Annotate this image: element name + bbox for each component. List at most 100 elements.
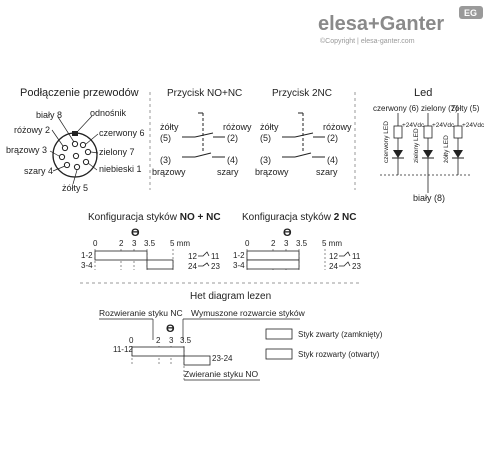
- tick2-5mm: 5 mm: [322, 239, 342, 248]
- pin-center: [72, 152, 80, 160]
- contact-11: 11: [211, 252, 220, 261]
- legend-closed-swatch: [265, 328, 293, 340]
- wire2-label-4: (4): [327, 155, 338, 165]
- tick-2: 2: [119, 239, 124, 248]
- pin-label-brazowy: brązowy 3: [6, 145, 47, 155]
- led-section: Led czerwony (6) zielony (7) żółty (5) +…: [373, 87, 485, 203]
- het-title: Het diagram lezen: [190, 291, 271, 302]
- het-row-1112: 11-12: [113, 345, 133, 354]
- pin-label-rozowy: różowy 2: [14, 125, 50, 135]
- het-no-close: Zwieranie styku NO: [184, 369, 259, 379]
- config-2nc: Konfiguracja styków 2 NC ϴ 0 2 3 3.5 5 m…: [233, 212, 361, 271]
- pin-label-niebieski: niebieski 1: [99, 164, 142, 174]
- pin-4: [63, 161, 71, 169]
- wire-label-4: (4): [227, 155, 238, 165]
- connection-title: Podłączenie przewodów: [20, 87, 139, 99]
- led-v3: +24Vdc: [462, 122, 485, 129]
- led-rotated-red: czerwony LED: [383, 121, 390, 163]
- pin-label-zielony: zielony 7: [99, 147, 135, 157]
- brand-logo: elesa+Ganter ©Copyright | elesa-ganter.c…: [318, 6, 483, 45]
- button-2nc-section: Przycisk 2NC żółty (5) różowy (2) (3) (4…: [255, 88, 352, 177]
- config-no-nc: Konfiguracja styków NO + NC ϴ 0 2 3 3.5 …: [81, 212, 221, 271]
- wire-label-5: (5): [160, 133, 171, 143]
- connector-key: [72, 131, 78, 136]
- het-theta: ϴ: [166, 323, 175, 335]
- pin-2: [61, 144, 69, 152]
- row-34: 3-4: [81, 261, 93, 270]
- het-nc-open: Rozwieranie styku NC: [99, 308, 183, 318]
- contact2-12: 12: [329, 252, 338, 261]
- tick2-3: 3: [284, 239, 289, 248]
- pin-8: [71, 140, 79, 148]
- contact2-24: 24: [329, 262, 338, 271]
- pin-label-szary: szary 4: [24, 166, 53, 176]
- wire-label-brazowy: brązowy: [152, 167, 186, 177]
- bar-34: [146, 259, 174, 270]
- bar2-12: [246, 250, 300, 261]
- row2-34: 3-4: [233, 261, 245, 270]
- het-tick-2: 2: [156, 336, 161, 345]
- connector-body: [52, 132, 98, 178]
- wire-label-szary: szary: [217, 167, 239, 177]
- tick2-0: 0: [245, 239, 250, 248]
- wire-label-2: (2): [227, 133, 238, 143]
- wire2-label-zolty: żółty: [260, 122, 279, 132]
- led-label-bialy: biały (8): [413, 193, 445, 203]
- het-tick-3: 3: [169, 336, 174, 345]
- tick-5mm: 5 mm: [170, 239, 190, 248]
- pin-6: [79, 141, 87, 149]
- wire2-label-szary: szary: [316, 167, 338, 177]
- pin-1: [82, 158, 90, 166]
- pin-label-bialy: biały 8: [36, 110, 62, 120]
- brand-copyright: ©Copyright | elesa-ganter.com: [320, 37, 415, 45]
- bar-12: [94, 250, 148, 261]
- led-label-czerwony: czerwony (6): [373, 104, 419, 113]
- pin-7: [84, 148, 92, 156]
- pin-5: [73, 163, 81, 171]
- het-tick-0: 0: [129, 336, 134, 345]
- button-2nc-title: Przycisk 2NC: [272, 88, 332, 99]
- config-no-nc-title: Konfiguracja styków NO + NC: [88, 212, 221, 223]
- wire-label-3: (3): [160, 155, 171, 165]
- contact-23: 23: [211, 262, 220, 271]
- wire2-label-brazowy: brązowy: [255, 167, 289, 177]
- theta-symbol-2: ϴ: [283, 227, 292, 239]
- het-section: Het diagram lezen Rozwieranie styku NC W…: [99, 291, 383, 381]
- config-2nc-title: Konfiguracja styków 2 NC: [242, 212, 357, 223]
- tick2-2: 2: [271, 239, 276, 248]
- wire2-label-3: (3): [260, 155, 271, 165]
- wire2-label-5: (5): [260, 133, 271, 143]
- pin-label-odnosnik: odnośnik: [90, 108, 127, 118]
- row2-12: 1-2: [233, 251, 245, 260]
- row-12: 1-2: [81, 251, 93, 260]
- led-title: Led: [414, 87, 432, 99]
- het-tick-3-5: 3.5: [180, 336, 192, 345]
- pin-label-zolty: żółty 5: [62, 183, 88, 193]
- contact-12: 12: [188, 252, 197, 261]
- led-rotated-green: zielony LED: [413, 128, 420, 163]
- led-label-zielony: zielony (7): [421, 104, 458, 113]
- pin-3: [58, 153, 66, 161]
- wire2-label-rozowy: różowy: [323, 122, 352, 132]
- brand-badge: EG: [464, 8, 477, 18]
- button-no-nc-section: Przycisk NO+NC żółty (5) różowy (2) (3) …: [152, 88, 252, 177]
- wire-label-zolty: żółty: [160, 122, 179, 132]
- wire-label-rozowy: różowy: [223, 122, 252, 132]
- connection-section: Podłączenie przewodów biały 8 różowy: [6, 87, 145, 193]
- pin-label-czerwony: czerwony 6: [99, 128, 145, 138]
- contact2-23: 23: [352, 262, 361, 271]
- led-v2: +24Vdc: [432, 122, 455, 129]
- tick-0: 0: [93, 239, 98, 248]
- het-bar-1112: [131, 346, 185, 357]
- brand-badge-box: [459, 6, 483, 19]
- wire2-label-2: (2): [327, 133, 338, 143]
- led-rotated-yellow: żółty LED: [443, 135, 450, 163]
- led-v1: +24Vdc: [402, 122, 425, 129]
- het-bar-2324: [183, 355, 211, 366]
- contact-24: 24: [188, 262, 197, 271]
- diode-red: [393, 150, 403, 158]
- button-no-nc-title: Przycisk NO+NC: [167, 88, 242, 99]
- legend-closed-label: Styk zwarty (zamknięty): [298, 330, 383, 339]
- diode-yellow: [453, 150, 463, 158]
